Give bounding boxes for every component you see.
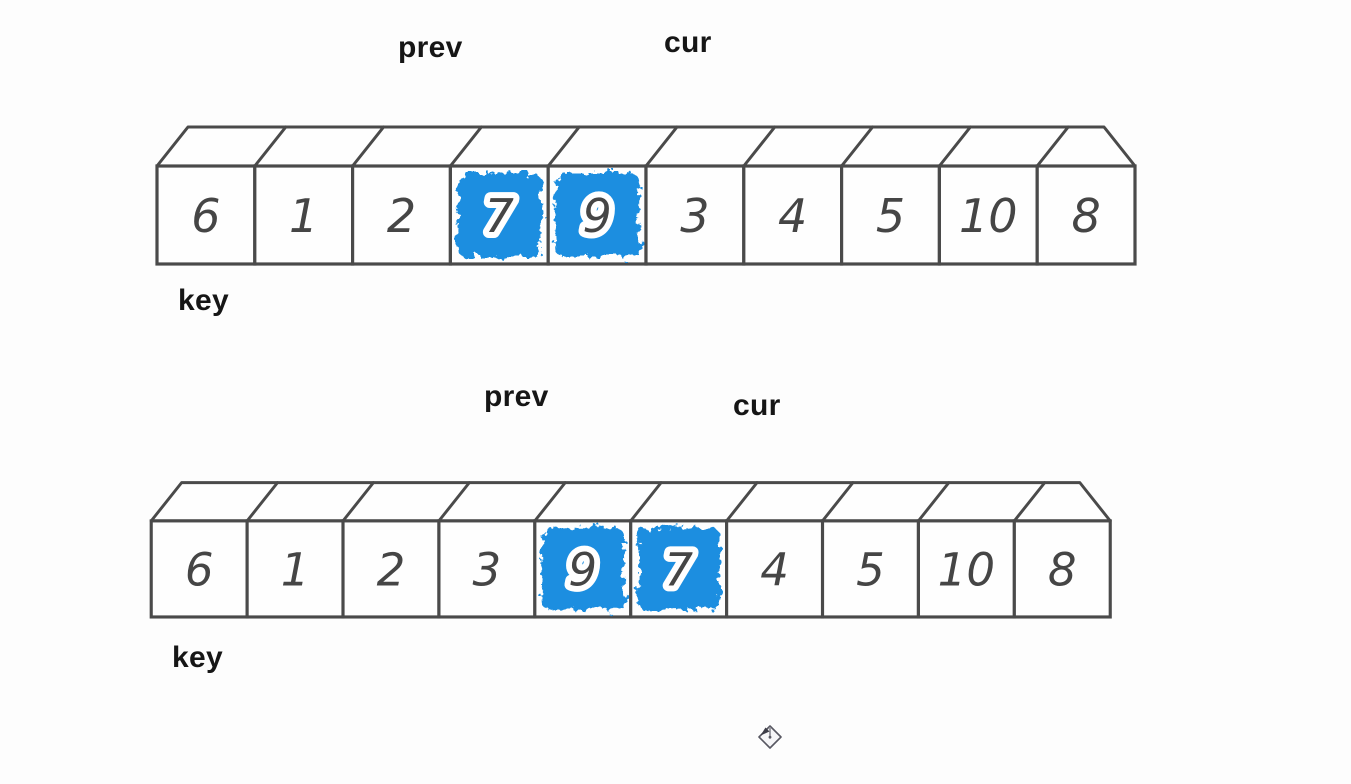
array-2-cell-5: 7 <box>629 519 729 619</box>
array-1-cell-5: 3 <box>644 164 746 266</box>
cell-value: 1 <box>281 544 310 597</box>
array-1-cell-0: 6 <box>155 164 257 266</box>
cell-value: 4 <box>778 189 807 243</box>
array-step2: 6 1 2 3 9 7 4 5 <box>149 481 1112 619</box>
cur-pointer-label-step1: cur <box>664 26 712 59</box>
cur-pointer-label-step2: cur <box>733 389 781 422</box>
cell-value: 10 <box>959 189 1018 243</box>
array-1-cell-2: 2 <box>351 164 453 266</box>
array-2-cell-3: 3 <box>437 519 537 619</box>
cell-value: 2 <box>387 189 416 243</box>
array-2-cell-4: 9 <box>533 519 633 619</box>
cell-value: 1 <box>289 189 318 243</box>
array-1-cell-4: 9 <box>546 164 648 266</box>
array-2-cell-9: 8 <box>1012 519 1112 619</box>
cell-value: 7 <box>485 189 514 243</box>
array-top-face-band <box>155 125 1137 168</box>
array-top-face-separators <box>253 125 1070 168</box>
cell-value: 5 <box>876 189 905 243</box>
array-2-cell-7: 5 <box>820 519 920 619</box>
cell-value: 5 <box>856 544 885 597</box>
cell-value: 7 <box>664 544 693 597</box>
array-2-cell-6: 4 <box>725 519 825 619</box>
cell-value: 6 <box>191 189 220 243</box>
cell-value: 8 <box>1048 544 1077 597</box>
cell-value: 3 <box>680 189 709 243</box>
array-1-cell-8: 10 <box>937 164 1039 266</box>
prev-pointer-label-step1: prev <box>398 31 463 64</box>
cell-value: 9 <box>568 544 597 597</box>
cell-value: 4 <box>760 544 789 597</box>
array-1-cell-1: 1 <box>253 164 355 266</box>
prev-pointer-label-step2: prev <box>484 380 549 413</box>
key-label-step1: key <box>178 284 229 317</box>
array-2-cell-8: 10 <box>916 519 1016 619</box>
array-1-cell-7: 5 <box>839 164 941 266</box>
cell-value: 6 <box>185 544 214 597</box>
key-label-step2: key <box>172 641 223 674</box>
array-1-cell-9: 8 <box>1035 164 1137 266</box>
array-2-cell-2: 2 <box>341 519 441 619</box>
array-top-face-band <box>149 481 1112 523</box>
array-1-cell-3: 7 <box>448 164 550 266</box>
cell-value: 2 <box>377 544 406 597</box>
array-1-cell-6: 4 <box>742 164 844 266</box>
array-top-face-separators <box>245 481 1047 523</box>
cell-value: 10 <box>938 544 995 597</box>
array-2-cell-0: 6 <box>149 519 249 619</box>
cell-value: 3 <box>473 544 502 597</box>
cell-value: 8 <box>1071 189 1100 243</box>
array-step1: 6 1 2 7 9 3 4 5 <box>155 125 1137 266</box>
ink-annotation-cursor-icon <box>758 725 782 749</box>
cell-value: 9 <box>582 189 611 243</box>
array-2-cell-1: 1 <box>245 519 345 619</box>
